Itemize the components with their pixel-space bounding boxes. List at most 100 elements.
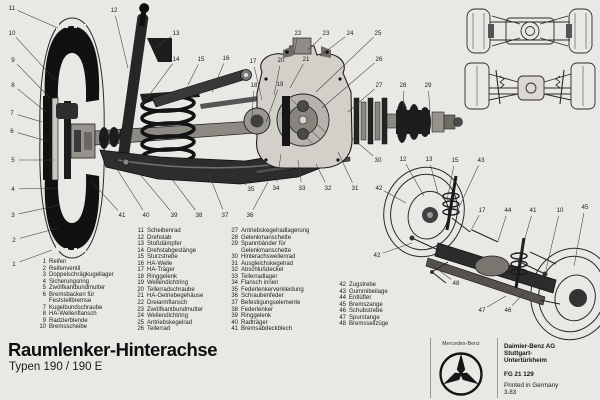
imprint-divider-left <box>430 338 431 398</box>
callout-number: 34 <box>273 185 280 192</box>
callout-number: 38 <box>196 212 203 219</box>
callout-number: 33 <box>299 185 306 192</box>
callout-number: 1 <box>12 261 16 268</box>
imprint-company: Daimler-Benz AG Stuttgart- Untertürkheim <box>504 343 555 364</box>
print-info: Printed in Germany 3.83 <box>504 382 558 396</box>
callout-number: 13 <box>426 156 433 163</box>
callout-number: 44 <box>505 207 512 214</box>
inset-rear-view <box>464 62 596 110</box>
callout-number: 43 <box>478 157 485 164</box>
callout-number: 29 <box>425 82 432 89</box>
printed-in: Printed in Germany <box>504 382 559 389</box>
brand-wordmark: Mercedes-Benz <box>442 341 480 347</box>
callout-number: 35 <box>248 186 255 193</box>
callout-number: 7 <box>10 110 14 117</box>
callout-number: 9 <box>11 57 15 64</box>
inset-plan-view <box>466 8 593 54</box>
company-address-line1: Stuttgart- <box>504 350 533 357</box>
callout-number: 42 <box>374 252 381 259</box>
callout-number: 2 <box>12 237 16 244</box>
callout-number: 46 <box>505 307 512 314</box>
callout-number: 20 <box>278 57 285 64</box>
callout-number: 24 <box>347 30 354 37</box>
callout-number: 10 <box>557 207 564 214</box>
callout-number: 41 <box>119 212 126 219</box>
callout-number: 31 <box>352 185 359 192</box>
callout-number: 12 <box>111 7 118 14</box>
differential-housing <box>243 37 353 169</box>
shock-absorber <box>117 3 150 163</box>
callout-number: 11 <box>9 5 16 12</box>
callout-number: 3 <box>11 212 15 219</box>
callout-number: 30 <box>375 157 382 164</box>
callout-number: 23 <box>323 30 330 37</box>
callout-number: 26 <box>376 56 383 63</box>
document-number: FG 21 129 <box>504 371 534 378</box>
callout-number: 48 <box>453 280 460 287</box>
page-title: Raumlenker-Hinterachse <box>8 339 218 360</box>
legend-item: Feststellbremse <box>49 298 92 305</box>
imprint-divider-right <box>497 338 498 398</box>
callout-number: 15 <box>452 157 459 164</box>
company-address-line2: Untertürkheim <box>504 357 548 364</box>
callout-number: 17 <box>479 207 486 214</box>
callout-number: 25 <box>375 30 382 37</box>
callout-number: 10 <box>9 30 16 37</box>
print-date: 3.83 <box>504 389 517 396</box>
callout-number: 37 <box>222 212 229 219</box>
main-cutaway-view <box>39 3 463 259</box>
callout-number: 8 <box>11 82 15 89</box>
output-shaft <box>353 97 463 145</box>
callout-number: 4 <box>11 186 15 193</box>
callout-number: 40 <box>143 212 150 219</box>
callout-number: 19 <box>277 81 284 88</box>
callout-number: 16 <box>223 55 230 62</box>
callout-number: 17 <box>250 58 257 65</box>
callout-number: 6 <box>10 128 14 135</box>
callout-number: 12 <box>400 156 407 163</box>
